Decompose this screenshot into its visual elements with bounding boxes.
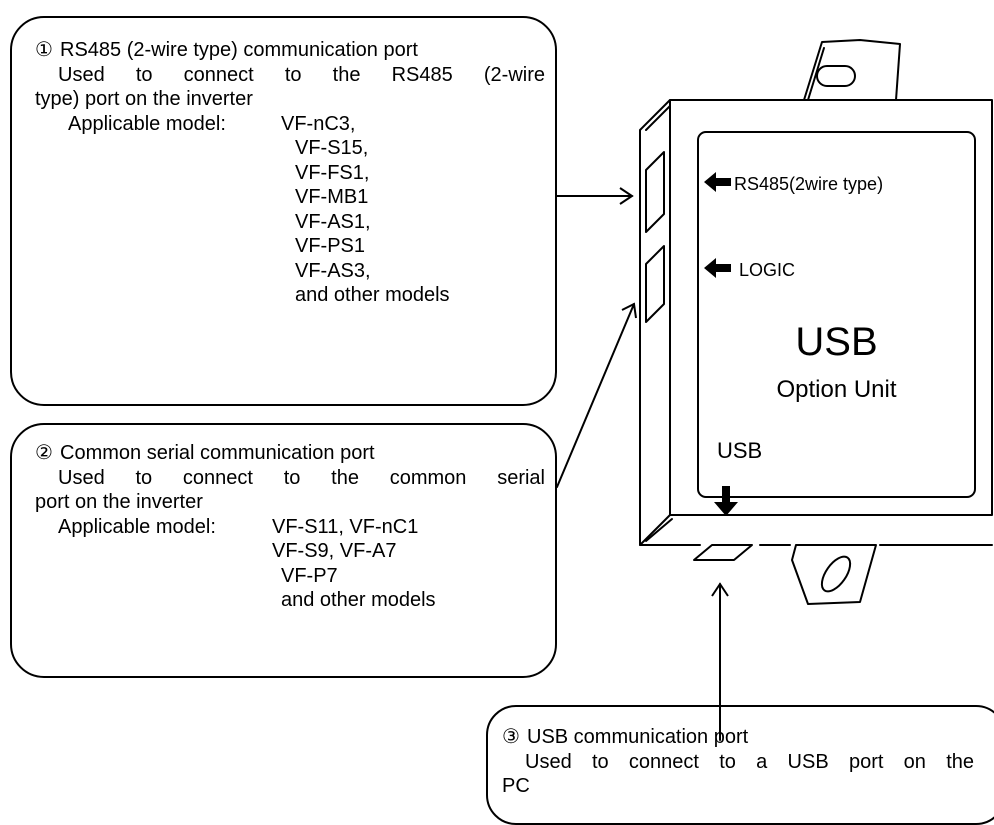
rs485-port	[645, 151, 665, 233]
leader-line-2	[556, 303, 635, 488]
callout2-desc-line1: Used to connect to the common serial	[58, 466, 545, 489]
callout3-desc-line2: PC	[502, 775, 530, 797]
callout1-desc-line1: Used to connect to the RS485 (2-wire	[58, 63, 545, 86]
usb-label: USB	[717, 438, 763, 463]
callout1-desc-line2: type) port on the inverter	[35, 88, 253, 110]
usb-port	[693, 544, 753, 561]
callout1-model-item: VF-MB1	[295, 186, 369, 208]
callout-usb-port: ③ USB communication port Used to connect …	[486, 705, 994, 825]
callout3-title: USB communication port	[527, 726, 749, 748]
callout2-desc-line2: port on the inverter	[35, 491, 203, 513]
callout3-desc-line1: Used to connect to a USB port on the	[525, 750, 974, 773]
callout2-model-item: VF-S11, VF-nC1	[272, 515, 419, 538]
callout-number-3: ③	[502, 726, 520, 748]
arrowhead-2	[621, 302, 637, 319]
arrowhead-3	[711, 582, 729, 597]
device-front-face	[669, 99, 993, 516]
device-subtitle: Option Unit	[776, 376, 897, 403]
callout1-model-item: VF-FS1,	[295, 161, 370, 184]
top-mounting-hole	[816, 65, 856, 87]
callout1-model-label: Applicable model:	[68, 112, 226, 135]
callout-number-1: ①	[35, 39, 53, 61]
callout1-model-item: VF-AS3,	[295, 259, 371, 282]
callout2-model-item: and other models	[281, 589, 436, 611]
device-left-side	[639, 99, 671, 546]
callout1-title: RS485 (2-wire type) communication port	[60, 39, 418, 61]
callout1-model-item: VF-S15,	[295, 137, 369, 159]
callout-number-2: ②	[35, 442, 53, 464]
callout2-model-label: Applicable model:	[58, 515, 216, 538]
callout1-model-item: VF-AS1,	[295, 210, 371, 233]
bottom-mounting-tab	[791, 544, 877, 605]
logic-port-label: LOGIC	[739, 260, 796, 280]
device-label-panel	[697, 131, 976, 498]
rs485-arrow-icon	[704, 172, 731, 192]
callout1-model-item: VF-PS1	[295, 235, 366, 257]
callout1-model-item: and other models	[295, 284, 450, 306]
callout2-title: Common serial communication port	[60, 442, 375, 464]
callout2-model-item: VF-S9, VF-A7	[272, 540, 397, 562]
callout2-model-item: VF-P7	[281, 564, 338, 587]
top-mounting-tab	[803, 39, 901, 101]
callout1-model-item: VF-nC3,	[281, 112, 356, 135]
logic-port	[645, 245, 665, 323]
device-title: USB	[795, 320, 878, 364]
usb-arrow-icon	[714, 486, 738, 516]
bottom-mounting-hole	[820, 555, 852, 593]
arrowhead-1	[619, 187, 634, 205]
rs485-port-label: RS485(2wire type)	[734, 174, 884, 194]
callout-common-serial-port: ② Common serial communication port Used t…	[10, 423, 557, 678]
logic-arrow-icon	[704, 258, 731, 278]
